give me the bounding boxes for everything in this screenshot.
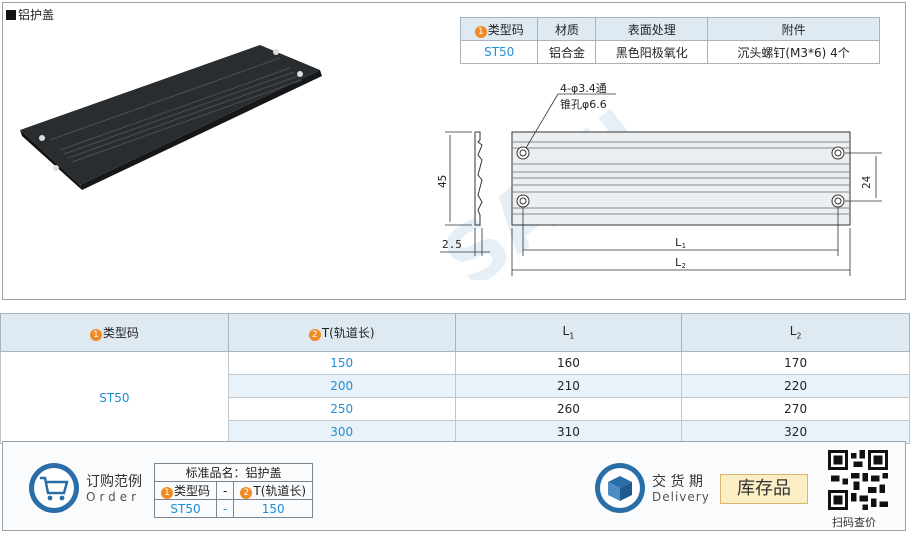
- marker-1-icon: 1: [474, 25, 487, 38]
- l2-cell: 320: [681, 420, 910, 444]
- marker-2-icon: 2: [240, 487, 253, 499]
- technical-drawing: SAMI 45 2.5 4-φ3.4通 锥孔φ6.6: [426, 82, 882, 280]
- l1-cell: 160: [454, 351, 683, 375]
- qr-code-icon[interactable]: [828, 450, 888, 510]
- l1-cell: 310: [454, 420, 683, 444]
- l2-cell: 270: [681, 397, 910, 421]
- plate-front-face: [80, 70, 322, 190]
- table-row: ST50 150 160 170: [0, 351, 910, 444]
- col-header-L1: L1: [454, 313, 683, 352]
- plate-hole-3: [273, 49, 279, 55]
- l2-cell: 220: [681, 374, 910, 398]
- spec-surface: 黑色阳极氧化: [595, 40, 709, 64]
- mount-holes: [516, 146, 845, 208]
- spec-header-material: 材质: [537, 17, 597, 41]
- square-bullet-icon: [6, 10, 16, 20]
- order-label-cn: 订购范例: [86, 474, 142, 490]
- front-view-grooves: [512, 141, 850, 215]
- marker-2-icon: 2: [308, 329, 321, 341]
- delivery-label-cn: 交 货 期: [652, 474, 703, 490]
- cart-icon: [29, 463, 79, 513]
- dim-L2-label: L2: [675, 256, 686, 270]
- delivery-box-icon: [595, 463, 645, 513]
- plate-side-face: [20, 130, 82, 190]
- delivery-label-en: Delivery: [652, 490, 710, 504]
- hole-leader-line: [525, 93, 559, 149]
- table-row: 250 260 270: [1, 397, 910, 421]
- plate-hole-1: [39, 135, 45, 141]
- qr-caption: 扫码查价: [832, 516, 876, 529]
- col-header-L2: L2: [681, 313, 910, 352]
- l1-cell: 260: [454, 397, 683, 421]
- section-title: 铝护盖: [6, 6, 54, 23]
- order-track-length[interactable]: 150: [233, 499, 314, 518]
- hole-note-countersink: 锥孔φ6.6: [560, 98, 607, 111]
- dim-L1-lines: [522, 208, 839, 256]
- order-type-code[interactable]: ST50: [153, 499, 218, 518]
- order-label-en: Order: [86, 490, 141, 504]
- marker-1-icon: 1: [89, 329, 102, 341]
- dim-24-lines: [845, 152, 882, 202]
- spec-header-accessory: 附件: [707, 17, 880, 41]
- spec-header-surface: 表面处理: [595, 17, 709, 41]
- dim-45-lines: [445, 131, 472, 226]
- track-length-cell[interactable]: 150: [227, 351, 456, 375]
- hole-note-through: 4-φ3.4通: [560, 82, 607, 95]
- plate-top-face: [20, 45, 320, 185]
- std-name-label: 标准品名：铝护盖: [153, 463, 314, 482]
- l2-cell: 170: [681, 351, 910, 375]
- stock-badge: 库存品: [720, 474, 808, 504]
- side-profile: [474, 131, 483, 226]
- track-length-cell[interactable]: 200: [227, 374, 456, 398]
- spec-type-code[interactable]: ST50: [459, 40, 539, 64]
- marker-1-icon: 1: [161, 487, 173, 499]
- dim-2-5-label: 2.5: [442, 238, 462, 251]
- dim-24-label: 24: [860, 175, 873, 189]
- track-length-cell[interactable]: 250: [227, 397, 456, 421]
- spec-accessory: 沉头螺钉(M3*6) 4个: [707, 40, 880, 64]
- table-row: 300 310 320: [1, 420, 910, 444]
- type-code-cell[interactable]: ST50: [0, 351, 229, 444]
- dim-2-5-lines: [440, 228, 490, 256]
- product-photo: [20, 45, 322, 190]
- dim-L1-label: L1: [675, 236, 686, 250]
- track-length-cell[interactable]: 300: [227, 420, 456, 444]
- plate-hole-2: [53, 165, 59, 171]
- dim-45-label: 45: [436, 175, 449, 188]
- l1-cell: 210: [454, 374, 683, 398]
- plate-hole-4: [297, 71, 303, 77]
- plate-grooves: [49, 57, 303, 163]
- dim-L2-lines: [511, 228, 851, 276]
- spec-material: 铝合金: [537, 40, 597, 64]
